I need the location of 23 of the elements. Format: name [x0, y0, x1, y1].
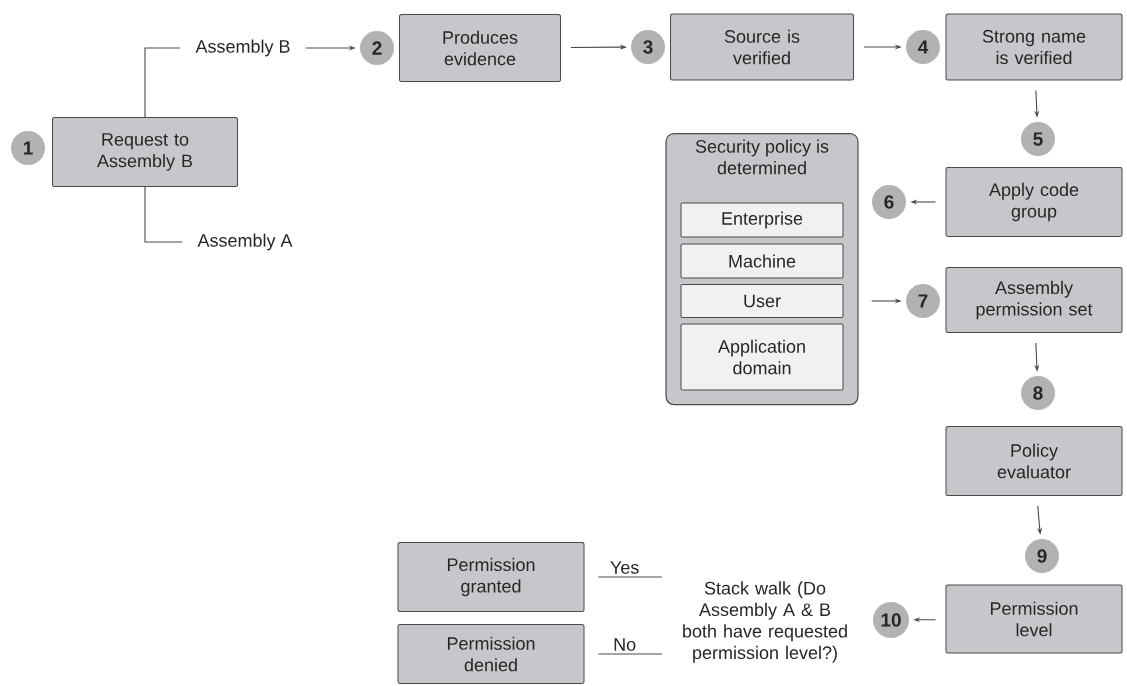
process-box: Permission denied [397, 624, 585, 684]
edge-label: Yes [610, 561, 639, 574]
process-box: Produces evidence [399, 14, 561, 82]
policy-level-box: User [680, 284, 844, 318]
policy-level-box: Machine [680, 243, 844, 279]
process-box: Apply code group [945, 167, 1123, 237]
connector-line [144, 47, 181, 118]
process-box: Permission granted [397, 542, 585, 612]
process-box: Source is verified [670, 13, 854, 81]
assembly-label: Assembly B [195, 39, 290, 57]
policy-level-box: Application domain [680, 323, 844, 391]
policy-level-box: Enterprise [680, 202, 844, 238]
process-box: Assembly permission set [945, 267, 1123, 333]
connector-line [144, 186, 183, 243]
assembly-label: Assembly A [197, 233, 293, 251]
connector-line [597, 653, 663, 655]
process-box: Strong name is verified [945, 13, 1123, 81]
edge-label: No [614, 638, 636, 651]
assembly-label: Stack walk (Do Assembly A & B both have requested permission level?) [683, 581, 847, 663]
process-box: Permission level [945, 584, 1123, 654]
connector-line [597, 576, 663, 578]
process-box: Request to Assembly B [52, 117, 238, 187]
process-box: Policy evaluator [945, 426, 1123, 496]
